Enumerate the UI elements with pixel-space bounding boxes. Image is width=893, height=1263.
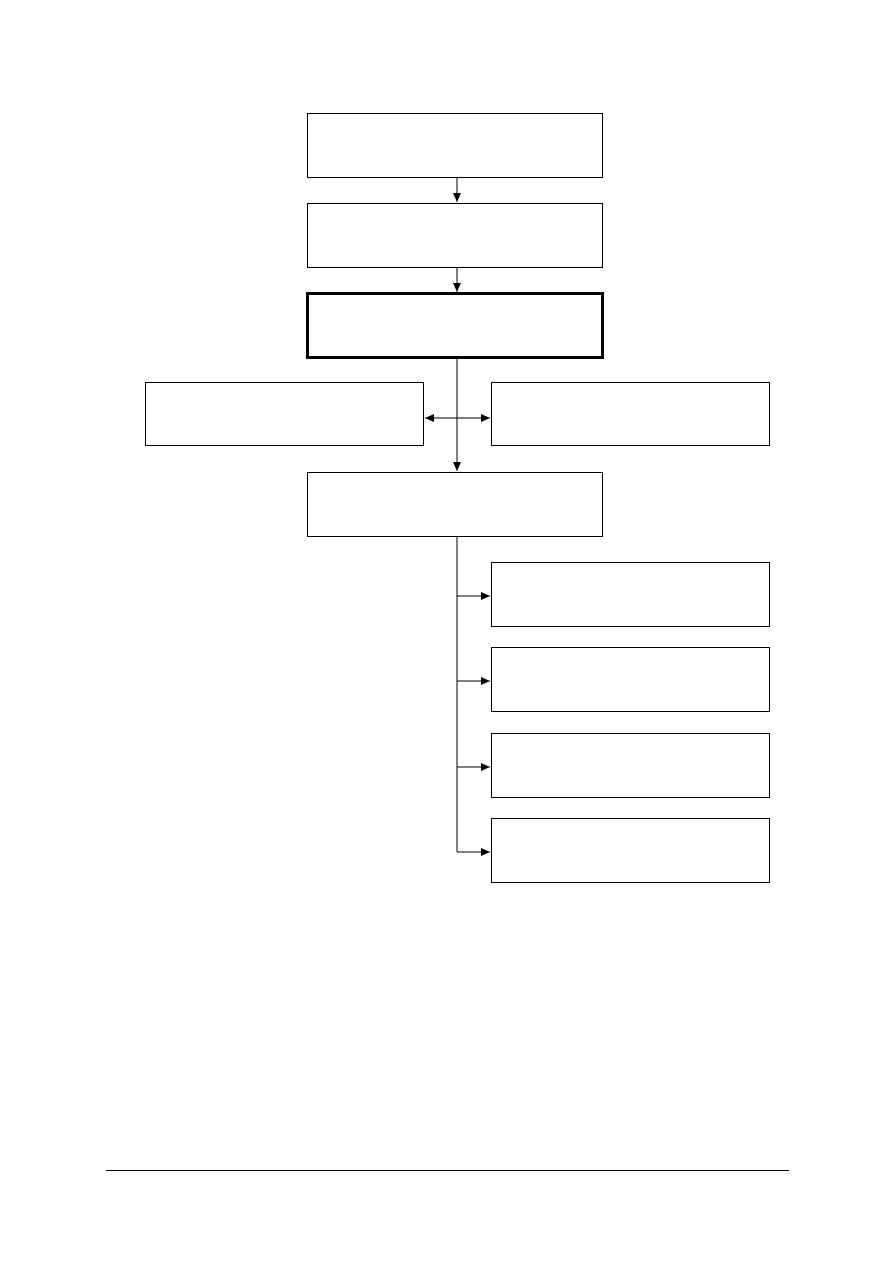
box-branch-2 bbox=[491, 647, 770, 712]
box-side-left bbox=[145, 382, 424, 446]
box-step-3 bbox=[306, 292, 604, 359]
box-branch-1 bbox=[491, 562, 770, 627]
box-branch-4 bbox=[491, 818, 770, 883]
box-step-1 bbox=[307, 113, 603, 178]
footer-rule bbox=[106, 1170, 789, 1171]
connectors bbox=[425, 178, 490, 856]
box-step-2 bbox=[307, 203, 603, 268]
box-side-right bbox=[491, 382, 770, 446]
box-step-4 bbox=[307, 472, 603, 537]
box-branch-3 bbox=[491, 733, 770, 798]
boxes bbox=[145, 113, 770, 883]
